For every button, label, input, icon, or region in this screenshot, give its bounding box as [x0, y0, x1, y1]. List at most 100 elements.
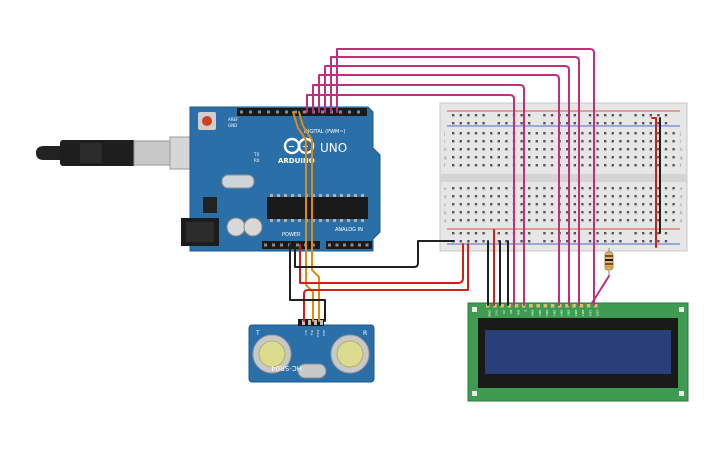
terminal-hole[interactable] [588, 211, 592, 214]
terminal-hole[interactable] [474, 195, 478, 198]
terminal-hole[interactable] [619, 219, 622, 222]
sensor-pin-trig[interactable] [308, 320, 311, 325]
rail-hole[interactable] [649, 122, 652, 125]
rail-hole[interactable] [657, 240, 660, 243]
lcd-pin-db4[interactable] [558, 304, 562, 308]
terminal-hole[interactable] [657, 156, 660, 159]
lcd-pin-db6[interactable] [572, 304, 576, 308]
terminal-hole[interactable] [543, 203, 546, 206]
terminal-hole[interactable] [497, 219, 500, 222]
terminal-hole[interactable] [611, 132, 614, 135]
terminal-hole[interactable] [611, 203, 614, 206]
sensor-pin-gnd[interactable] [320, 320, 323, 325]
terminal-hole[interactable] [543, 219, 546, 222]
rail-hole[interactable] [604, 232, 607, 235]
terminal-hole[interactable] [467, 156, 470, 159]
terminal-hole[interactable] [642, 211, 645, 214]
lcd-pin-db3[interactable] [550, 304, 555, 308]
rail-hole[interactable] [543, 122, 546, 125]
terminal-hole[interactable] [626, 203, 630, 206]
rail-hole[interactable] [664, 232, 668, 235]
terminal-hole[interactable] [634, 164, 637, 167]
rail-hole[interactable] [482, 122, 485, 125]
terminal-hole[interactable] [452, 187, 455, 190]
terminal-hole[interactable] [657, 219, 660, 222]
rail-hole[interactable] [520, 114, 523, 117]
terminal-hole[interactable] [619, 156, 622, 159]
terminal-hole[interactable] [634, 156, 637, 159]
rail-hole[interactable] [520, 122, 523, 125]
rail-hole[interactable] [619, 240, 622, 243]
lcd-pin-db5[interactable] [565, 304, 569, 308]
terminal-hole[interactable] [550, 164, 554, 167]
terminal-hole[interactable] [664, 148, 668, 151]
terminal-hole[interactable] [550, 148, 554, 151]
rail-hole[interactable] [642, 232, 645, 235]
rail-hole[interactable] [497, 240, 500, 243]
terminal-hole[interactable] [528, 156, 531, 159]
rail-hole[interactable] [497, 114, 500, 117]
terminal-hole[interactable] [566, 156, 569, 159]
terminal-hole[interactable] [596, 148, 599, 151]
rail-hole[interactable] [459, 232, 462, 235]
terminal-hole[interactable] [490, 140, 493, 143]
rail-hole[interactable] [467, 122, 470, 125]
terminal-hole[interactable] [596, 211, 599, 214]
terminal-hole[interactable] [505, 156, 508, 159]
terminal-hole[interactable] [459, 203, 462, 206]
terminal-hole[interactable] [482, 211, 485, 214]
terminal-hole[interactable] [657, 187, 660, 190]
power-pin-1[interactable] [272, 243, 275, 247]
rail-hole[interactable] [543, 232, 546, 235]
terminal-hole[interactable] [604, 211, 607, 214]
terminal-hole[interactable] [588, 164, 592, 167]
terminal-hole[interactable] [588, 148, 592, 151]
terminal-hole[interactable] [497, 164, 500, 167]
terminal-hole[interactable] [505, 132, 508, 135]
terminal-hole[interactable] [573, 203, 576, 206]
terminal-hole[interactable] [497, 132, 500, 135]
terminal-hole[interactable] [520, 187, 523, 190]
rail-hole[interactable] [482, 240, 485, 243]
rail-hole[interactable] [657, 232, 660, 235]
analog-pin-4[interactable] [358, 243, 361, 247]
terminal-hole[interactable] [581, 148, 584, 151]
terminal-hole[interactable] [672, 164, 675, 167]
terminal-hole[interactable] [482, 164, 485, 167]
rail-hole[interactable] [664, 114, 668, 117]
terminal-hole[interactable] [520, 219, 523, 222]
terminal-hole[interactable] [596, 164, 599, 167]
terminal-hole[interactable] [626, 156, 630, 159]
terminal-hole[interactable] [604, 148, 607, 151]
terminal-hole[interactable] [604, 203, 607, 206]
terminal-hole[interactable] [543, 140, 546, 143]
terminal-hole[interactable] [642, 187, 645, 190]
terminal-hole[interactable] [626, 148, 630, 151]
terminal-hole[interactable] [566, 203, 569, 206]
terminal-hole[interactable] [467, 148, 470, 151]
terminal-hole[interactable] [497, 187, 500, 190]
terminal-hole[interactable] [626, 219, 630, 222]
terminal-hole[interactable] [634, 140, 637, 143]
terminal-hole[interactable] [581, 219, 584, 222]
terminal-hole[interactable] [520, 195, 523, 198]
terminal-hole[interactable] [649, 132, 652, 135]
terminal-hole[interactable] [649, 211, 652, 214]
terminal-hole[interactable] [482, 203, 485, 206]
rail-hole[interactable] [611, 240, 614, 243]
terminal-hole[interactable] [604, 156, 607, 159]
rail-hole[interactable] [649, 240, 652, 243]
rail-hole[interactable] [482, 114, 485, 117]
terminal-hole[interactable] [657, 140, 660, 143]
terminal-hole[interactable] [604, 219, 607, 222]
terminal-hole[interactable] [520, 203, 523, 206]
digital-pin-6[interactable] [294, 110, 297, 114]
rail-hole[interactable] [573, 122, 576, 125]
rail-hole[interactable] [520, 232, 523, 235]
digital-pin-0[interactable] [240, 110, 243, 114]
terminal-hole[interactable] [573, 140, 576, 143]
rail-hole[interactable] [619, 122, 622, 125]
terminal-hole[interactable] [611, 140, 614, 143]
rail-hole[interactable] [573, 232, 576, 235]
rail-hole[interactable] [588, 114, 592, 117]
